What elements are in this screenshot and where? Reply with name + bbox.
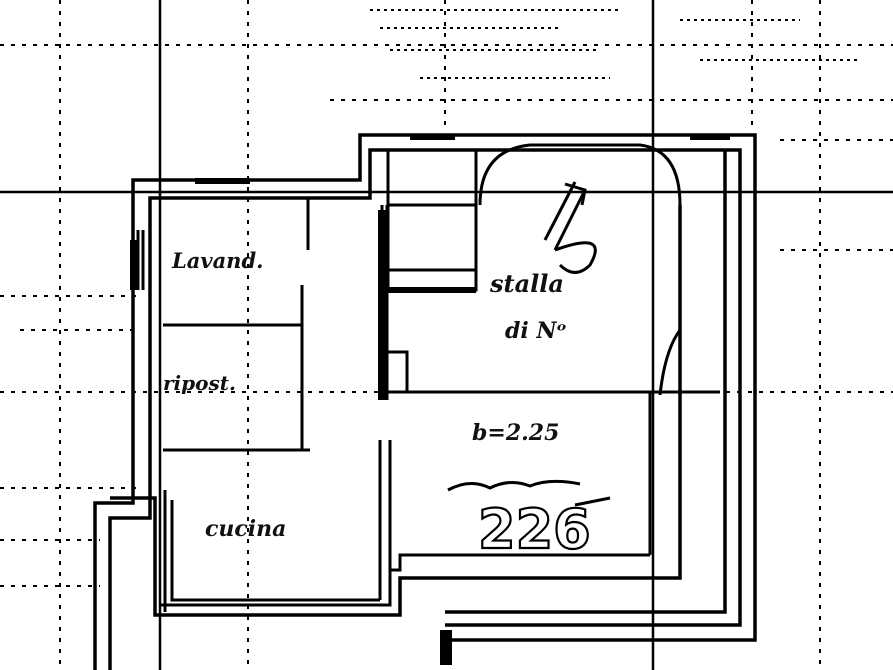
- room-label-stalla: stalla: [489, 269, 564, 298]
- top-hatching: [370, 9, 860, 79]
- room-label-stalla-number: di Nᵒ: [505, 318, 567, 344]
- window-marks: [130, 134, 730, 665]
- outer-walls: [93, 133, 757, 670]
- stalla-arrow-icon: [543, 181, 597, 274]
- room-label-lavand: Lavand.: [171, 248, 263, 273]
- dimension-annotation: b=2.25: [472, 420, 559, 446]
- room-label-cucina: cucina: [205, 516, 286, 542]
- scribble-mark: [447, 479, 581, 492]
- room-label-ripost: ripost.: [163, 371, 236, 395]
- area-number: 226: [478, 498, 591, 561]
- number-underline-mark: [574, 496, 611, 507]
